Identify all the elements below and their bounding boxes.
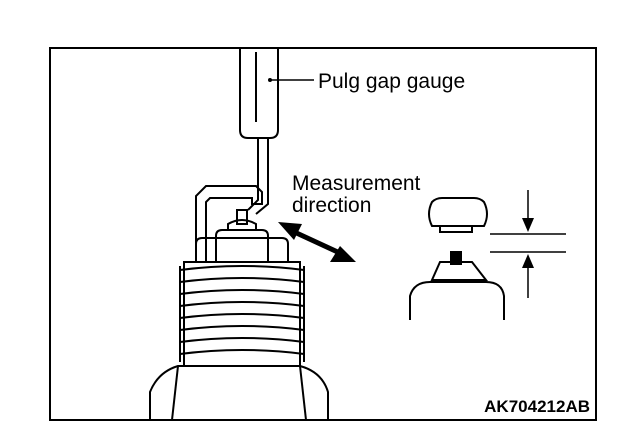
spark-plug-insulator (215, 229, 269, 262)
arrowhead-right (330, 246, 356, 262)
gap-dimension (490, 190, 566, 298)
arrowhead-left (278, 222, 302, 240)
gauge-blade (247, 138, 269, 215)
detail-shell (409, 281, 505, 320)
spark-plug (149, 185, 329, 421)
detail-ground-electrode-tip (439, 225, 473, 233)
spark-plug-shell-top (195, 237, 289, 262)
detail-center-electrode-tip (450, 251, 462, 265)
figure-code: AK704212AB (484, 397, 590, 416)
spark-plug-hex-facet-right (299, 365, 307, 421)
spark-plug-thread-outline (183, 261, 301, 366)
spark-plug-hex-facet-left (171, 365, 179, 421)
detail-insulator (430, 261, 489, 281)
measurement-direction-label-line2: direction (292, 194, 371, 217)
spark-plug-threads (179, 265, 305, 355)
spark-plug-hex (149, 365, 329, 420)
measurement-direction-label-line1: Measurement (292, 172, 421, 195)
measurement-direction-arrow (278, 222, 356, 262)
spark-plug-ground-electrode (195, 185, 263, 262)
gauge-leader-dot (268, 78, 272, 82)
detail-ground-electrode (428, 197, 488, 227)
spark-plug-insulator-tip (227, 219, 257, 230)
spark-plug-center-electrode (236, 209, 248, 225)
gap-detail (409, 197, 505, 320)
dimension-arrow-down-head (522, 218, 534, 232)
figure-frame (49, 47, 597, 421)
plug-gap-gauge (239, 48, 279, 215)
dimension-arrow-up-head (522, 254, 534, 268)
gauge-handle (239, 48, 279, 139)
gauge-label: Pulg gap gauge (318, 70, 465, 93)
